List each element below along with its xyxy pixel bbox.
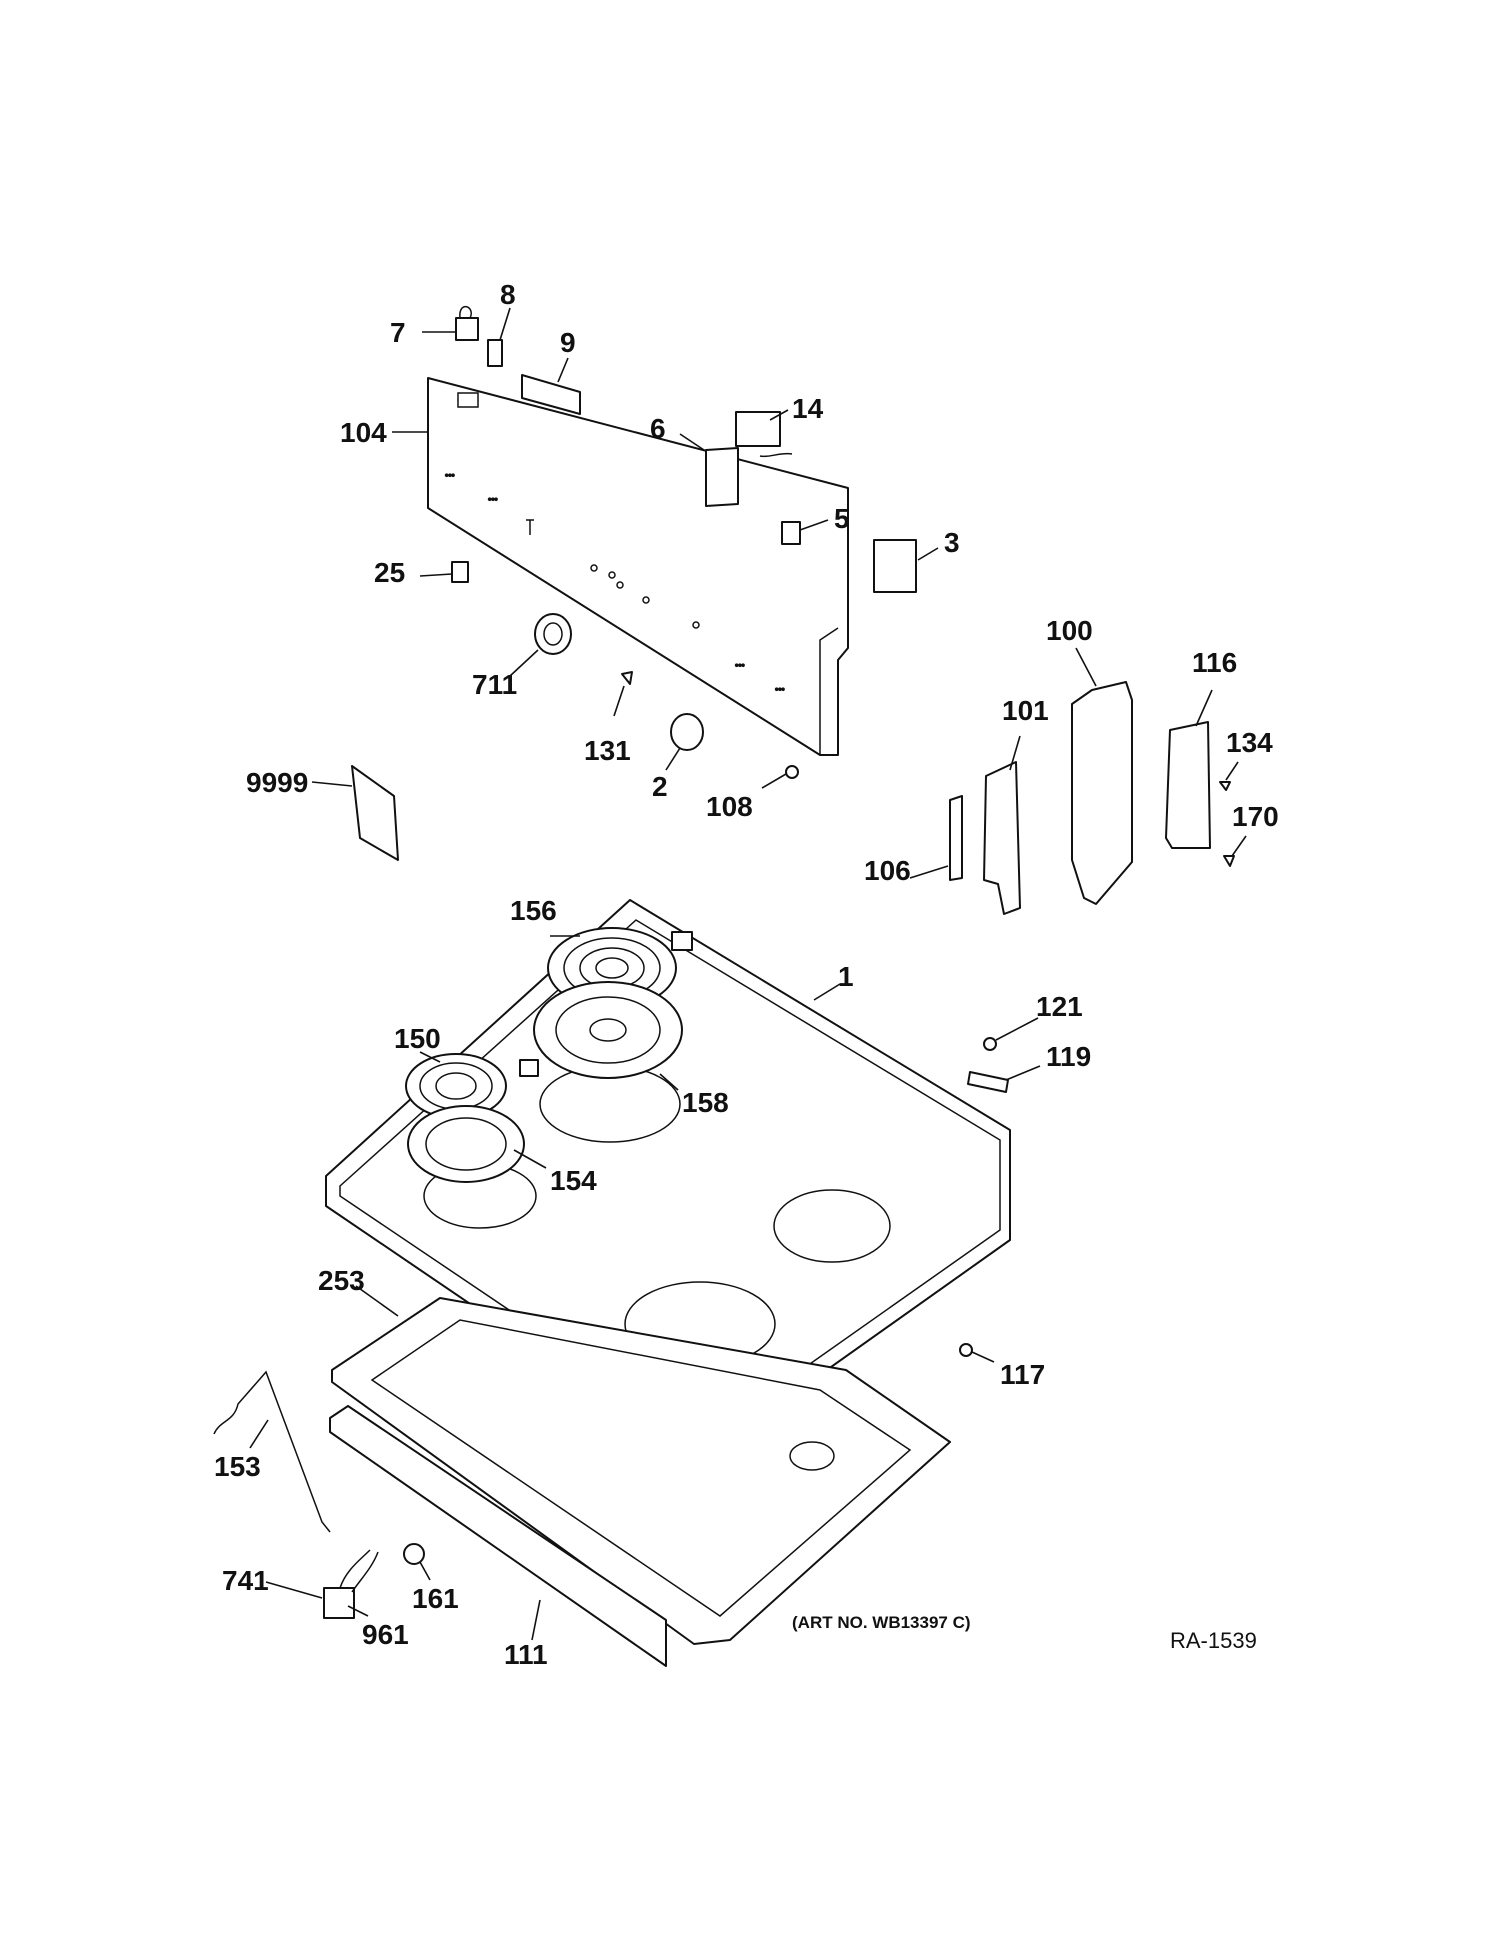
svg-text:◦◦◦: ◦◦◦	[445, 470, 455, 480]
leader-lines	[249, 307, 1247, 1641]
part-5-indicator-light	[781, 521, 801, 545]
part-2-knob	[670, 713, 704, 751]
backsplash-panel: ◦◦◦ ◦◦◦ ◦◦◦ ◦◦◦	[427, 377, 849, 756]
label-3: 3	[944, 527, 960, 558]
part-170-screw	[1223, 855, 1235, 867]
part-3-switch	[873, 539, 917, 593]
label-101: 101	[1002, 695, 1049, 726]
part-131-screw	[621, 671, 633, 685]
label-104: 104	[340, 417, 387, 448]
label-253: 253	[318, 1265, 365, 1296]
part-number-labels: 7 8 9 104 14 6 5 3 25 711 131 2 108 9999…	[214, 279, 1279, 1670]
label-131: 131	[584, 735, 631, 766]
part-253-burner-box	[331, 1297, 951, 1645]
part-14-infinite-switch	[735, 411, 793, 458]
label-14: 14	[792, 393, 824, 424]
part-117-nut	[959, 1343, 973, 1357]
part-711-knob	[534, 613, 572, 655]
part-7-switch	[455, 306, 479, 341]
label-117: 117	[1000, 1359, 1045, 1390]
part-153-rod	[213, 1370, 331, 1533]
part-108-screw	[785, 765, 799, 779]
label-119: 119	[1046, 1041, 1091, 1072]
part-101-bracket	[983, 761, 1021, 915]
part-8-lamp	[487, 339, 503, 367]
label-961: 961	[362, 1619, 409, 1650]
part-121-screw	[983, 1037, 997, 1051]
label-154: 154	[550, 1165, 597, 1196]
label-106: 106	[864, 855, 911, 886]
part-134-screw	[1219, 781, 1231, 791]
label-116: 116	[1192, 647, 1237, 678]
part-116-end-cap	[1165, 721, 1211, 849]
part-106-bracket	[949, 795, 963, 881]
label-158: 158	[682, 1087, 729, 1118]
part-154-small-drip-pan	[407, 1105, 525, 1183]
svg-text:◦◦◦: ◦◦◦	[488, 494, 498, 504]
label-121: 121	[1036, 991, 1083, 1022]
label-150: 150	[394, 1023, 441, 1054]
label-161: 161	[412, 1583, 459, 1614]
label-9: 9	[560, 327, 576, 358]
label-134: 134	[1226, 727, 1273, 758]
part-100-end-cap	[1071, 681, 1133, 905]
label-100: 100	[1046, 615, 1093, 646]
label-7: 7	[390, 317, 406, 348]
part-25-clip	[451, 561, 469, 583]
label-6: 6	[650, 413, 666, 444]
art-number: (ART NO. WB13397 C)	[792, 1613, 971, 1632]
part-161-clip	[403, 1543, 425, 1565]
label-25: 25	[374, 557, 405, 588]
label-153: 153	[214, 1451, 261, 1482]
label-8: 8	[500, 279, 516, 310]
part-9999-literature	[351, 765, 399, 861]
reference-code: RA-1539	[1170, 1628, 1257, 1653]
svg-text:◦◦◦: ◦◦◦	[775, 684, 785, 694]
part-119-bracket	[967, 1071, 1009, 1093]
label-2: 2	[652, 771, 668, 802]
label-108: 108	[706, 791, 753, 822]
part-6-instruction-card	[705, 447, 739, 507]
label-156: 156	[510, 895, 557, 926]
label-170: 170	[1232, 801, 1279, 832]
part-741-terminal-block	[323, 1549, 379, 1619]
label-711: 711	[472, 669, 517, 700]
label-5: 5	[834, 503, 850, 534]
label-9999: 9999	[246, 767, 308, 798]
label-111: 111	[504, 1639, 548, 1670]
part-9-nameplate	[521, 374, 581, 415]
label-1: 1	[838, 961, 854, 992]
part-158-large-drip-pan	[533, 981, 683, 1079]
part-150-small-surface-element	[405, 1053, 539, 1119]
label-741: 741	[222, 1565, 269, 1596]
svg-text:◦◦◦: ◦◦◦	[735, 660, 745, 670]
part-111-front-trim	[329, 1405, 667, 1667]
